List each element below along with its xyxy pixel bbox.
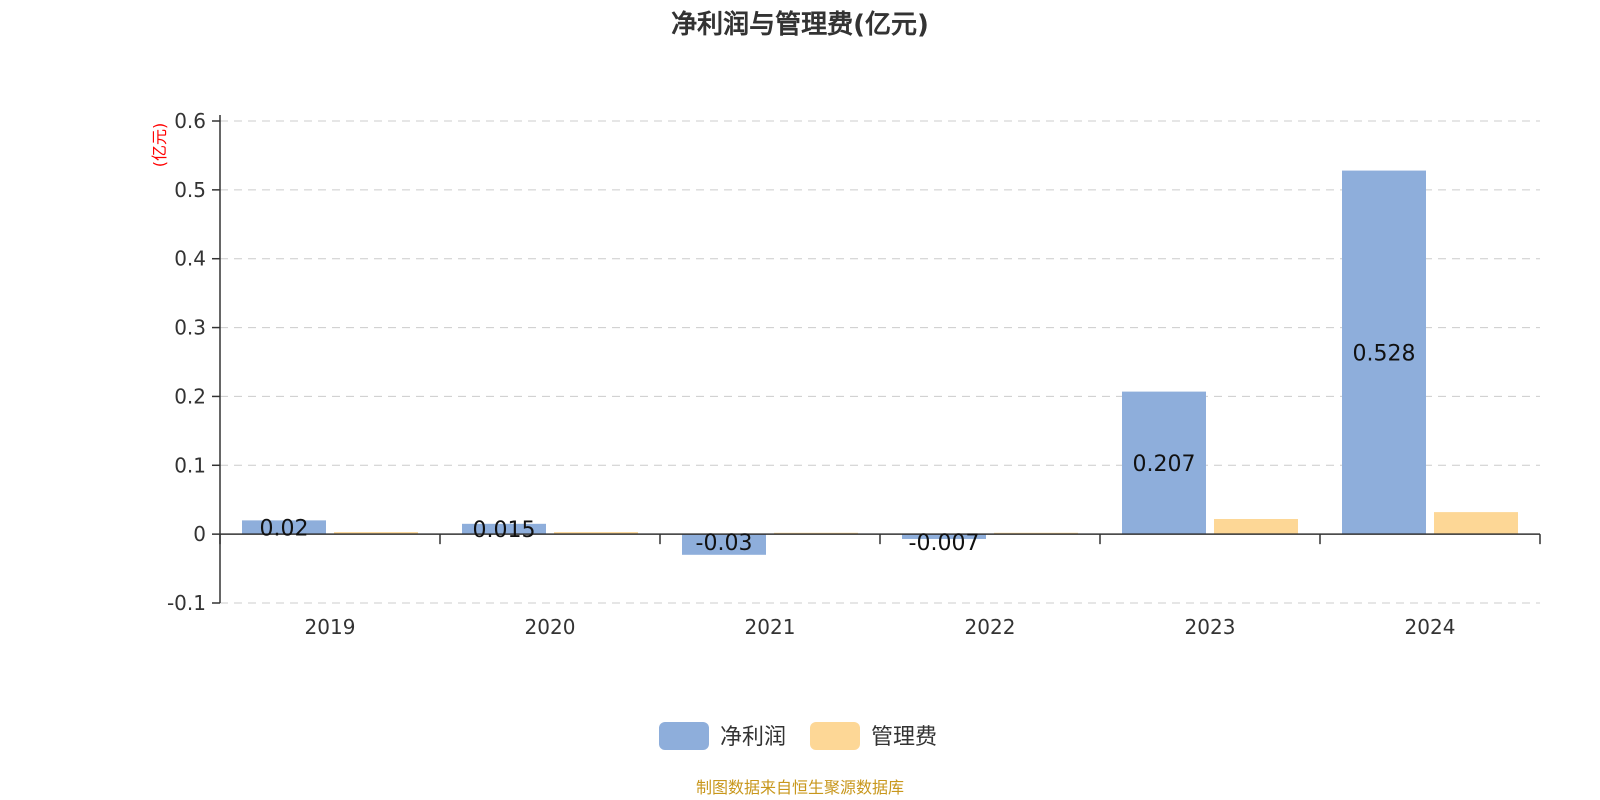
legend-label[interactable]: 净利润 <box>720 725 786 750</box>
legend[interactable]: 净利润 管理费 <box>659 722 937 750</box>
x-tick-label: 2021 <box>745 615 796 639</box>
y-tick-label: 0.4 <box>174 247 206 271</box>
bar[interactable] <box>462 523 546 535</box>
y-axis-unit-label: (亿元) <box>150 123 169 168</box>
y-tick-label: 0.1 <box>174 453 206 477</box>
source-note: 制图数据来自恒生聚源数据库 <box>696 778 904 797</box>
bar[interactable] <box>1122 391 1206 535</box>
bar[interactable] <box>242 520 326 535</box>
axes: 0.6 0.5 0.4 0.3 0.2 0.1 0 -0.1 2019 2020 2021 2022 2… <box>167 109 1541 639</box>
legend-label[interactable]: 管理费 <box>871 725 937 750</box>
y-tick-label: 0.3 <box>174 316 206 340</box>
legend-swatch[interactable] <box>659 722 709 750</box>
data-label: -0.03 <box>696 531 753 556</box>
y-tick-label: 0 <box>193 522 206 546</box>
bar[interactable] <box>1434 512 1518 535</box>
x-tick-label: 2019 <box>305 615 356 639</box>
bar[interactable] <box>902 534 986 539</box>
y-tick-label: 0.5 <box>174 178 206 202</box>
x-tick-label: 2023 <box>1185 615 1236 639</box>
bars <box>242 170 1518 555</box>
data-labels: 0.02 0.015 -0.03 -0.007 0.207 0.528 <box>260 341 1416 556</box>
data-label: 0.015 <box>473 518 536 543</box>
bar[interactable] <box>1214 518 1298 535</box>
bar[interactable] <box>334 532 418 535</box>
x-tick-label: 2020 <box>525 615 576 639</box>
data-label: 0.02 <box>260 516 309 541</box>
grid-lines <box>220 120 1540 604</box>
chart-title: 净利润与管理费(亿元) <box>671 9 929 40</box>
bar[interactable] <box>682 534 766 555</box>
x-tick-label: 2022 <box>965 615 1016 639</box>
x-tick-label: 2024 <box>1405 615 1456 639</box>
data-label: 0.528 <box>1353 341 1416 366</box>
data-label: 0.207 <box>1133 452 1196 477</box>
y-tick-label: 0.6 <box>174 109 206 133</box>
y-tick-label: 0.2 <box>174 384 206 408</box>
y-tick-label: -0.1 <box>167 591 206 615</box>
data-label: -0.007 <box>909 531 980 556</box>
legend-swatch[interactable] <box>810 722 860 750</box>
bar[interactable] <box>1342 170 1426 535</box>
bar[interactable] <box>554 532 638 535</box>
